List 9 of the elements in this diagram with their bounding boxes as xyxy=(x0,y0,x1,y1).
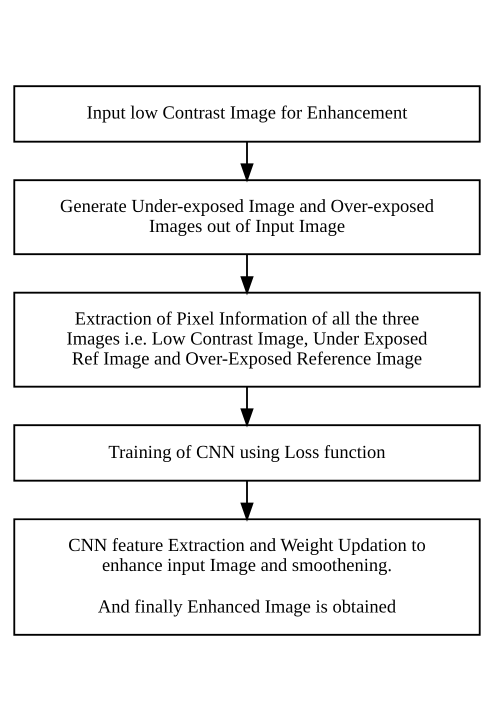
arrow xyxy=(240,141,254,182)
arrow xyxy=(240,386,254,427)
node-box: Training of CNN using Loss function xyxy=(13,424,481,482)
arrow xyxy=(240,254,254,295)
arrow xyxy=(240,480,254,522)
node-box: Extraction of Pixel Information of all the three Images i.e. Low Contrast Image, Under Exposed Ref Image and Over-Exposed Reference Image xyxy=(13,291,481,388)
node-box: CNN feature Extraction and Weight Updation to enhance input Image and smoothening. And finally Enhanced Image is obtained xyxy=(13,518,481,636)
node-box: Input low Contrast Image for Enhancement xyxy=(13,84,481,142)
node-box: Generate Under-exposed Image and Over-exposed Images out of Input Image xyxy=(13,178,481,255)
